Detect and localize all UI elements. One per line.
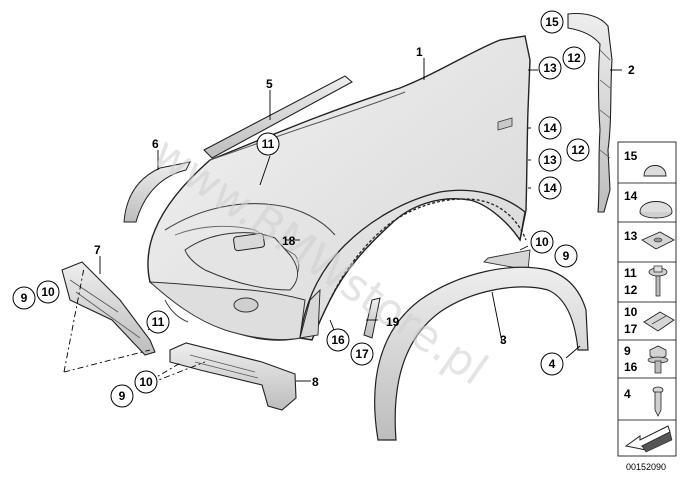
part-number-front-bracket: 7 <box>94 243 101 257</box>
panel-label-17: 17 <box>624 322 638 336</box>
panel-label-9: 9 <box>624 344 631 358</box>
part-number-front-trim: 6 <box>152 137 159 151</box>
svg-text:9: 9 <box>563 249 570 263</box>
part-number-wheel-arch-trim: 3 <box>500 333 507 347</box>
side-strip-part <box>363 297 381 339</box>
fastener-panel: 15 14 13 11 12 10 17 9 <box>617 141 677 457</box>
svg-text:12: 12 <box>571 143 585 157</box>
svg-text:4: 4 <box>549 357 556 371</box>
svg-text:14: 14 <box>543 121 557 135</box>
callout-11-top: 11 <box>256 132 280 156</box>
callout-4: 4 <box>540 352 564 376</box>
callout-9-bottom: 9 <box>110 384 134 408</box>
square-clip-nut-icon <box>641 231 675 250</box>
dome-cap-small-icon <box>643 165 667 177</box>
callout-13-top: 13 <box>538 56 562 80</box>
callout-12-mid: 12 <box>566 138 590 162</box>
svg-text:14: 14 <box>543 181 557 195</box>
callout-14-a: 14 <box>538 116 562 140</box>
part-number-lower-bracket: 8 <box>312 375 319 389</box>
panel-label-12: 12 <box>624 283 638 297</box>
fender-part <box>147 35 531 341</box>
svg-text:17: 17 <box>355 347 369 361</box>
panel-label-14: 14 <box>624 189 638 203</box>
cover-part <box>233 232 265 252</box>
dome-cap-large-icon <box>639 201 673 219</box>
front-bracket-part <box>61 261 156 356</box>
part-number-side-strip: 19 <box>386 315 400 329</box>
callout-9-left: 9 <box>12 286 36 310</box>
push-rivet-icon <box>652 386 664 417</box>
lower-bracket-part <box>169 342 297 411</box>
part-number-fender: 1 <box>416 45 423 59</box>
svg-text:9: 9 <box>21 291 28 305</box>
svg-text:13: 13 <box>543 153 557 167</box>
wheel-arch-trim-part <box>374 266 589 441</box>
callout-10-right: 10 <box>530 230 554 254</box>
screw-with-washer-icon <box>648 265 668 297</box>
panel-label-4: 4 <box>624 387 631 401</box>
svg-text:15: 15 <box>545 15 559 29</box>
svg-text:13: 13 <box>543 61 557 75</box>
callout-14-b: 14 <box>538 176 562 200</box>
direction-arrow-icon <box>624 425 673 453</box>
part-number-cover: 18 <box>282 234 296 248</box>
panel-label-13: 13 <box>624 229 638 243</box>
part-number-right-bracket: 2 <box>628 63 635 77</box>
front-trim-part <box>123 161 191 223</box>
svg-text:10: 10 <box>41 285 55 299</box>
panel-label-15: 15 <box>624 149 638 163</box>
callout-16: 16 <box>326 328 350 352</box>
callout-13-mid: 13 <box>538 148 562 172</box>
panel-label-16: 16 <box>624 360 638 374</box>
panel-label-11: 11 <box>624 266 637 280</box>
panel-label-10: 10 <box>624 305 638 319</box>
callout-12-top: 12 <box>562 46 586 70</box>
callout-10-bottom: 10 <box>134 370 158 394</box>
part-number-roof-trim: 5 <box>266 77 273 91</box>
svg-text:10: 10 <box>139 375 153 389</box>
roof-trim-part <box>203 75 353 159</box>
callout-17: 17 <box>350 342 374 366</box>
svg-text:11: 11 <box>152 315 165 329</box>
hex-bolt-icon <box>647 345 669 374</box>
callout-11-left: 11 <box>146 310 170 334</box>
svg-text:9: 9 <box>119 389 126 403</box>
callout-10-left: 10 <box>36 280 60 304</box>
lower-arch-piece-part <box>299 288 321 339</box>
svg-text:10: 10 <box>535 235 549 249</box>
spring-clip-nut-icon <box>643 311 675 332</box>
svg-text:12: 12 <box>567 51 581 65</box>
svg-text:16: 16 <box>331 333 345 347</box>
svg-text:11: 11 <box>262 137 275 151</box>
right-bracket-part <box>567 12 613 213</box>
diagram-reference-number: 00152090 <box>626 462 666 472</box>
callout-15-top: 15 <box>540 10 564 34</box>
callout-9-right: 9 <box>554 244 578 268</box>
